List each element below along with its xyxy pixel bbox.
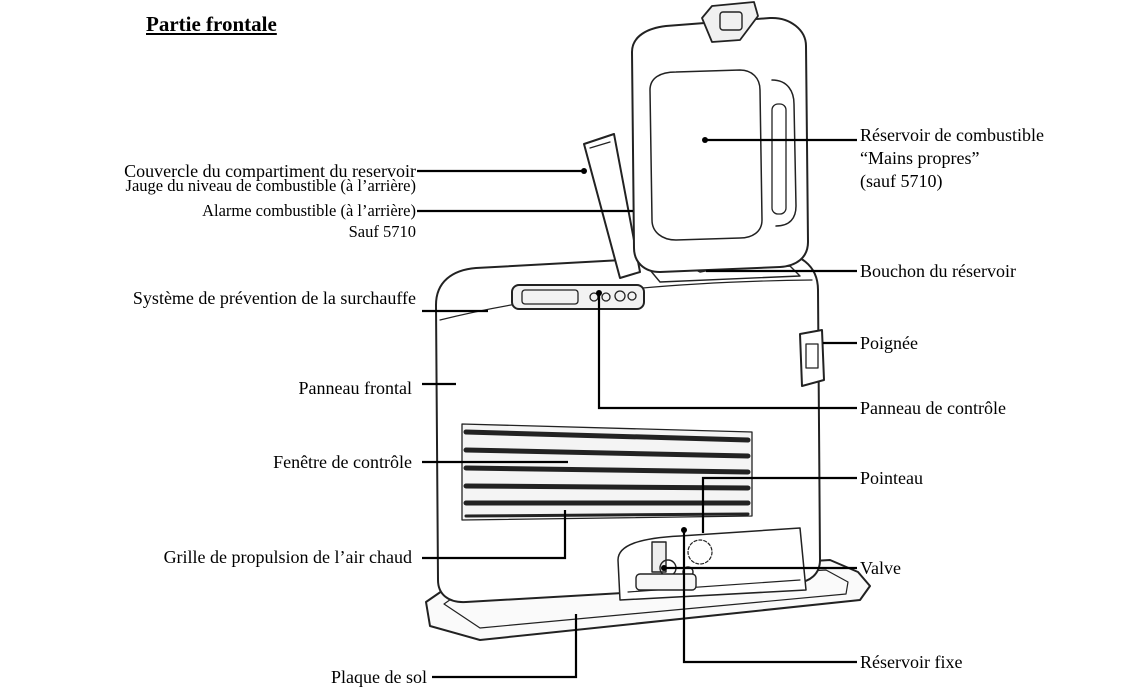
label-except-5710-left: Sauf 5710	[348, 222, 416, 241]
label-control-window: Fenêtre de contrôle	[273, 452, 412, 472]
label-fixed-tank: Réservoir fixe	[860, 652, 963, 672]
label-fuel-tank-line3: (sauf 5710)	[860, 171, 943, 191]
label-floor-plate: Plaque de sol	[331, 667, 427, 687]
label-needle: Pointeau	[860, 468, 923, 488]
label-fuel-tank-line2: “Mains propres”	[860, 148, 980, 168]
label-overheat-prevention: Système de prévention de la surchauffe	[132, 288, 416, 308]
leader-lines	[417, 138, 857, 679]
label-valve: Valve	[860, 558, 901, 578]
label-fuel-gauge: Jauge du niveau de combustible (à l’arri…	[125, 176, 416, 195]
label-tank-cap: Bouchon du réservoir	[860, 261, 1016, 281]
tank-lid	[583, 133, 641, 279]
air-grille	[461, 423, 753, 521]
label-hot-air-grille: Grille de propulsion de l’air chaud	[163, 547, 412, 567]
label-control-panel: Panneau de contrôle	[860, 398, 1006, 418]
leader-dots	[581, 137, 708, 571]
label-fuel-tank-line1: Réservoir de combustible	[860, 125, 1044, 145]
handle-shape	[799, 329, 825, 387]
label-front-panel: Panneau frontal	[298, 378, 412, 398]
valve-assembly	[635, 541, 697, 591]
label-lid: Couvercle du compartiment du reservoir	[124, 161, 416, 181]
section-title: Partie frontale	[146, 12, 277, 36]
fuel-tank	[631, 16, 809, 273]
label-handle: Poignée	[860, 333, 918, 353]
label-fuel-alarm: Alarme combustible (à l’arrière)	[202, 201, 416, 220]
tank-top-cap	[701, 1, 759, 43]
